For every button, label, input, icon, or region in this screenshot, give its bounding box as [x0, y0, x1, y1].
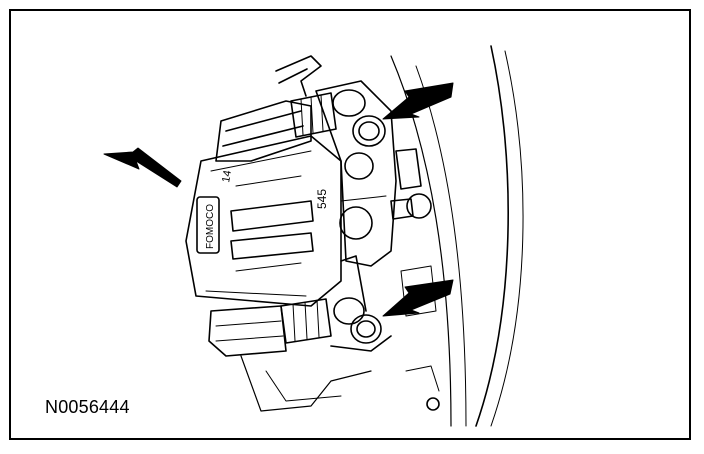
lower-guide-pin	[280, 255, 392, 352]
brand-stamp-plate	[196, 196, 220, 254]
lower-carrier	[208, 305, 372, 412]
upper-carrier	[215, 100, 312, 162]
brand-stamp: FOMOCO	[205, 204, 216, 249]
figure-frame: 14 545 FOMOCO N0056444	[9, 9, 691, 440]
caliper-bracket	[315, 80, 397, 267]
brake-hose	[275, 55, 322, 97]
brake-caliper-illustration: 14 545 FOMOCO	[103, 45, 524, 427]
casting-letters: 14	[220, 169, 234, 183]
figure-id-label: N0056444	[45, 397, 130, 417]
casting-number: 545	[315, 189, 329, 209]
upper-guide-pin	[290, 89, 386, 180]
bleeder-fittings	[390, 148, 432, 220]
callout-arrow-icon	[382, 82, 454, 120]
callout-arrow-icon	[382, 279, 454, 317]
callout-arrow-icon	[103, 147, 182, 188]
caliper-body	[185, 135, 342, 307]
